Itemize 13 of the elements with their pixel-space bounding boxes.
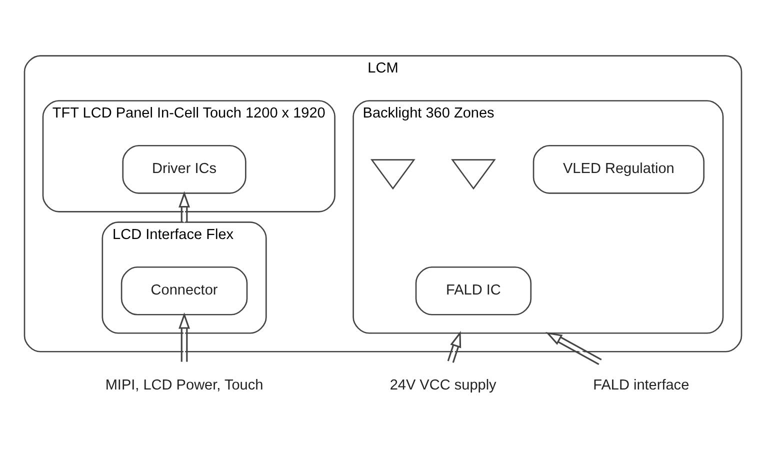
node-text: 24V VCC supply (390, 378, 496, 394)
node-diode (370, 159, 416, 190)
arrow (447, 330, 462, 363)
node-box: Driver ICs (122, 144, 246, 194)
node-text: FALD interface (593, 378, 690, 394)
arrow (178, 191, 190, 222)
node-diode (451, 159, 496, 190)
arrow (546, 332, 602, 366)
arrow (178, 312, 190, 362)
node-box: Connector (120, 266, 248, 316)
node-box: VLED Regulation (532, 144, 705, 194)
node-box: FALD IC (415, 266, 532, 316)
node-text: MIPI, LCD Power, Touch (105, 378, 264, 394)
